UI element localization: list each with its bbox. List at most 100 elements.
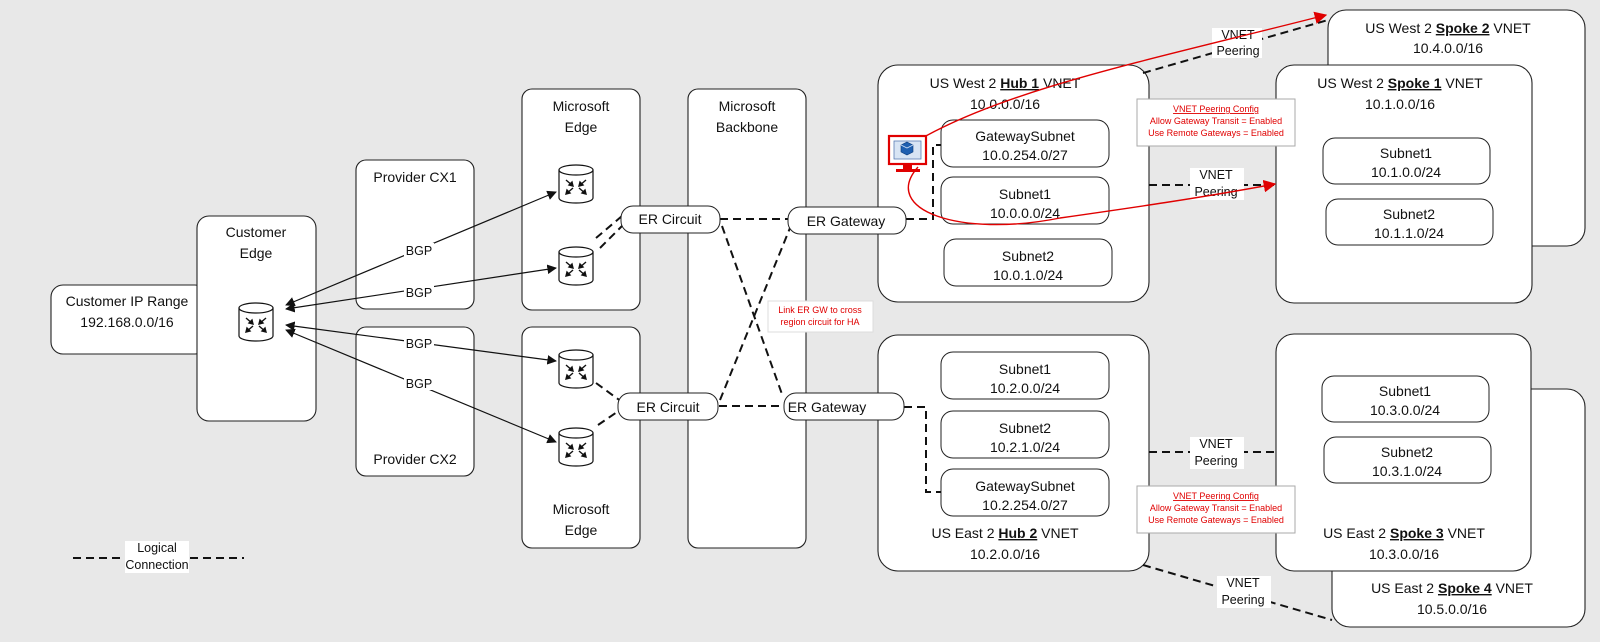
hub2-subnet2-box	[940, 410, 1110, 459]
edge-to-circuit2-b	[597, 409, 621, 426]
peering-spoke4-label-2: Peering	[1221, 593, 1264, 607]
peering-config-bottom-line-1: Allow Gateway Transit = Enabled	[1150, 503, 1282, 513]
customer-ip-range-label: Customer IP Range	[66, 293, 189, 309]
spoke3-subnet1-box	[1321, 375, 1490, 423]
spoke3-title: US East 2 Spoke 3 VNET	[1323, 525, 1485, 541]
hub1-subnet2-cidr: 10.0.1.0/24	[993, 267, 1063, 283]
customer-edge-label-2: Edge	[240, 245, 273, 261]
er-gateway-hub1-label: ER Gateway	[807, 213, 886, 229]
spoke1-subnet1-name: Subnet1	[1380, 145, 1432, 161]
edge-to-circuit1-b	[599, 225, 623, 249]
provider-cx2-label: Provider CX2	[373, 451, 456, 467]
er-circuit-top	[620, 205, 721, 234]
spoke3-subnet2-name: Subnet2	[1381, 444, 1433, 460]
peering-spoke3-label-2: Peering	[1194, 454, 1237, 468]
customer-ip-range-cidr: 192.168.0.0/16	[80, 314, 174, 330]
vm-icon	[887, 134, 928, 172]
hub1-gatewaysubnet-box	[940, 119, 1110, 168]
hub1-subnet1-cidr: 10.0.0.0/24	[990, 205, 1060, 221]
customer-edge-label-1: Customer	[226, 224, 287, 240]
spoke2-title: US West 2 Spoke 2 VNET	[1365, 20, 1531, 36]
hub1-cidr: 10.0.0.0/16	[970, 96, 1040, 112]
hub2-subnet2-name: Subnet2	[999, 420, 1051, 436]
peering-spoke2-label-2: Peering	[1216, 44, 1259, 58]
ms-backbone-label-1: Microsoft	[719, 98, 776, 114]
peering-config-bottom-box	[1136, 485, 1296, 534]
bgp-label-3: BGP	[406, 337, 432, 351]
hub1-subnet2-name: Subnet2	[1002, 248, 1054, 264]
spoke4-cidr: 10.5.0.0/16	[1417, 601, 1487, 617]
hub1-subnet1-name: Subnet1	[999, 186, 1051, 202]
spoke1-subnet2-cidr: 10.1.1.0/24	[1374, 225, 1444, 241]
bgp-label-4: BGP	[406, 377, 432, 391]
ms-edge-bottom-router1-icon	[558, 349, 594, 389]
spoke1-subnet1-box	[1322, 137, 1491, 185]
ms-backbone-label-2: Backbone	[716, 119, 778, 135]
legend-label-1: Logical	[137, 541, 177, 555]
link-note-line-1: Link ER GW to cross	[778, 305, 862, 315]
legend-label-2: Connection	[125, 558, 188, 572]
peering-config-bottom-title: VNET Peering Config	[1173, 491, 1259, 501]
vm-to-spoke1-arrow	[907, 166, 1277, 226]
spoke1-subnet1-cidr: 10.1.0.0/24	[1371, 164, 1441, 180]
er-gateway-hub1	[787, 206, 907, 235]
peering-spoke1-label-1: VNET	[1199, 168, 1233, 182]
circuit1-to-gateway2-cross	[721, 225, 784, 398]
peering-config-top-line-1: Allow Gateway Transit = Enabled	[1150, 116, 1282, 126]
customer-edge-router-icon	[238, 302, 274, 342]
spoke2-cidr: 10.4.0.0/16	[1413, 40, 1483, 56]
spoke3-subnet2-cidr: 10.3.1.0/24	[1372, 463, 1442, 479]
spoke1-title: US West 2 Spoke 1 VNET	[1317, 75, 1483, 91]
peering-config-top-line-2: Use Remote Gateways = Enabled	[1148, 128, 1284, 138]
hub1-subnet1-box	[940, 176, 1110, 225]
gateway1-to-hub1-gatewaysubnet	[906, 144, 941, 220]
circuit2-to-gateway1-cross	[719, 227, 791, 401]
ms-edge-top-label-1: Microsoft	[553, 98, 610, 114]
ms-edge-bottom-label-2: Edge	[565, 522, 598, 538]
link-note-box	[767, 300, 874, 333]
spoke1-cidr: 10.1.0.0/16	[1365, 96, 1435, 112]
link-note-line-2: region circuit for HA	[780, 317, 859, 327]
hub2-gatewaysubnet-name: GatewaySubnet	[975, 478, 1075, 494]
spoke3-subnet1-name: Subnet1	[1379, 383, 1431, 399]
hub2-subnet2-cidr: 10.2.1.0/24	[990, 439, 1060, 455]
hub2-subnet1-name: Subnet1	[999, 361, 1051, 377]
ms-edge-top-router2-icon	[558, 246, 594, 286]
spoke1-subnet2-box	[1325, 198, 1494, 246]
provider-cx1-label: Provider CX1	[373, 169, 456, 185]
hub1-title: US West 2 Hub 1 VNET	[930, 75, 1081, 91]
hub1-subnet2-box	[943, 238, 1113, 287]
spoke3-subnet1-cidr: 10.3.0.0/24	[1370, 402, 1440, 418]
spoke4-title: US East 2 Spoke 4 VNET	[1371, 580, 1533, 596]
spoke3-cidr: 10.3.0.0/16	[1369, 546, 1439, 562]
er-gateway-hub2	[783, 392, 905, 421]
peering-spoke3-label-1: VNET	[1199, 437, 1233, 451]
hub1-gatewaysubnet-name: GatewaySubnet	[975, 128, 1075, 144]
peering-config-top-title: VNET Peering Config	[1173, 104, 1259, 114]
bgp-label-2: BGP	[406, 286, 432, 300]
ms-edge-bottom-label-1: Microsoft	[553, 501, 610, 517]
hub2-subnet1-box	[940, 351, 1110, 400]
vm-to-spoke2-arrow	[911, 11, 1328, 145]
spoke3-subnet2-box	[1323, 436, 1492, 484]
hub2-gatewaysubnet-cidr: 10.2.254.0/27	[982, 497, 1068, 513]
edge-to-circuit2-a	[595, 382, 623, 403]
er-circuit-top-label: ER Circuit	[638, 211, 701, 227]
ms-edge-bottom-router2-icon	[558, 427, 594, 467]
ms-edge-top-router1-icon	[558, 164, 594, 204]
hub2-cidr: 10.2.0.0/16	[970, 546, 1040, 562]
bgp-label-1: BGP	[406, 244, 432, 258]
hub2-title: US East 2 Hub 2 VNET	[931, 525, 1078, 541]
ms-edge-top-label-2: Edge	[565, 119, 598, 135]
hub1-gatewaysubnet-cidr: 10.0.254.0/27	[982, 147, 1068, 163]
peering-config-top-box	[1136, 98, 1296, 147]
hub2-subnet1-cidr: 10.2.0.0/24	[990, 380, 1060, 396]
peering-spoke4-label-1: VNET	[1226, 576, 1260, 590]
edge-to-circuit1-a	[595, 215, 623, 239]
peering-config-bottom-line-2: Use Remote Gateways = Enabled	[1148, 515, 1284, 525]
er-gateway-hub2-label: ER Gateway	[788, 399, 867, 415]
spoke1-subnet2-name: Subnet2	[1383, 206, 1435, 222]
er-circuit-bottom	[617, 392, 719, 421]
er-circuit-bottom-label: ER Circuit	[636, 399, 699, 415]
